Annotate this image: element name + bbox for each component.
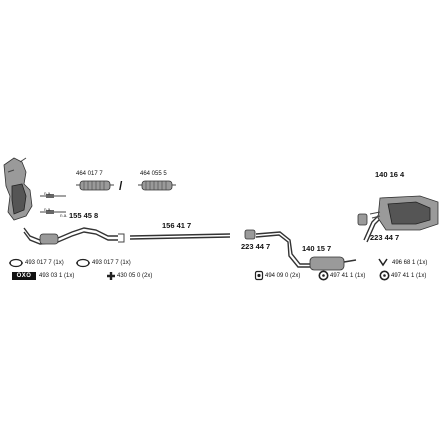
cat-a-part-number: 464 017 7 (76, 171, 103, 177)
cross-bolt-icon (107, 272, 115, 280)
rubber-ring-icon (379, 270, 390, 281)
legend-ring-1-text: 497 41 1 (1x) (330, 273, 366, 279)
clamp-left-drawing (244, 229, 256, 240)
oxo-badge: OXO (12, 272, 36, 280)
legend-hanger-text: 496 68 1 (1x) (392, 260, 428, 266)
front-pipe-part-number: 155 45 8 (69, 211, 99, 220)
clamp-left-part-number: 223 44 7 (241, 242, 271, 251)
legend-ring-2-text: 497 41 1 (1x) (391, 273, 427, 279)
center-silencer-part-number: 140 15 7 (302, 244, 332, 253)
na-label-1: n.a. (44, 191, 52, 196)
legend-mount-text: 494 09 0 (2x) (265, 273, 301, 279)
sensor-drawings (40, 194, 66, 214)
clamp-right-part-number: 223 44 7 (370, 233, 400, 242)
rubber-ring-icon (318, 270, 329, 281)
legend-oxo-text: 493 03 1 (1x) (39, 273, 75, 279)
front-pipe-drawing (23, 227, 125, 245)
clamp-right-drawing (357, 213, 368, 226)
separator-slash: / (119, 179, 123, 193)
ring-clamp-icon (76, 258, 90, 268)
legend-clamp-2-text: 493 017 7 (1x) (92, 260, 131, 266)
manifold-catalyst-drawing (3, 157, 33, 221)
center-silencer-drawing (255, 231, 357, 271)
legend-clamp-1-text: 493 017 7 (1x) (25, 260, 64, 266)
rear-silencer-part-number: 140 16 4 (375, 170, 405, 179)
cat-b-drawing (138, 180, 176, 191)
rear-silencer-drawing (363, 195, 439, 243)
na-label-2: n.a. (44, 207, 52, 212)
ring-clamp-icon (9, 258, 23, 268)
mid-pipe-drawing (129, 233, 231, 240)
mid-pipe-part-number: 156 41 7 (162, 221, 192, 230)
rubber-mount-icon (254, 270, 264, 281)
legend-bolt-text: 430 05 0 (2x) (117, 273, 153, 279)
hanger-v-icon (378, 258, 388, 267)
cat-b-part-number: 464 055 5 (140, 171, 167, 177)
cat-a-drawing (76, 180, 114, 191)
na-label-3: n.a. (60, 213, 68, 218)
